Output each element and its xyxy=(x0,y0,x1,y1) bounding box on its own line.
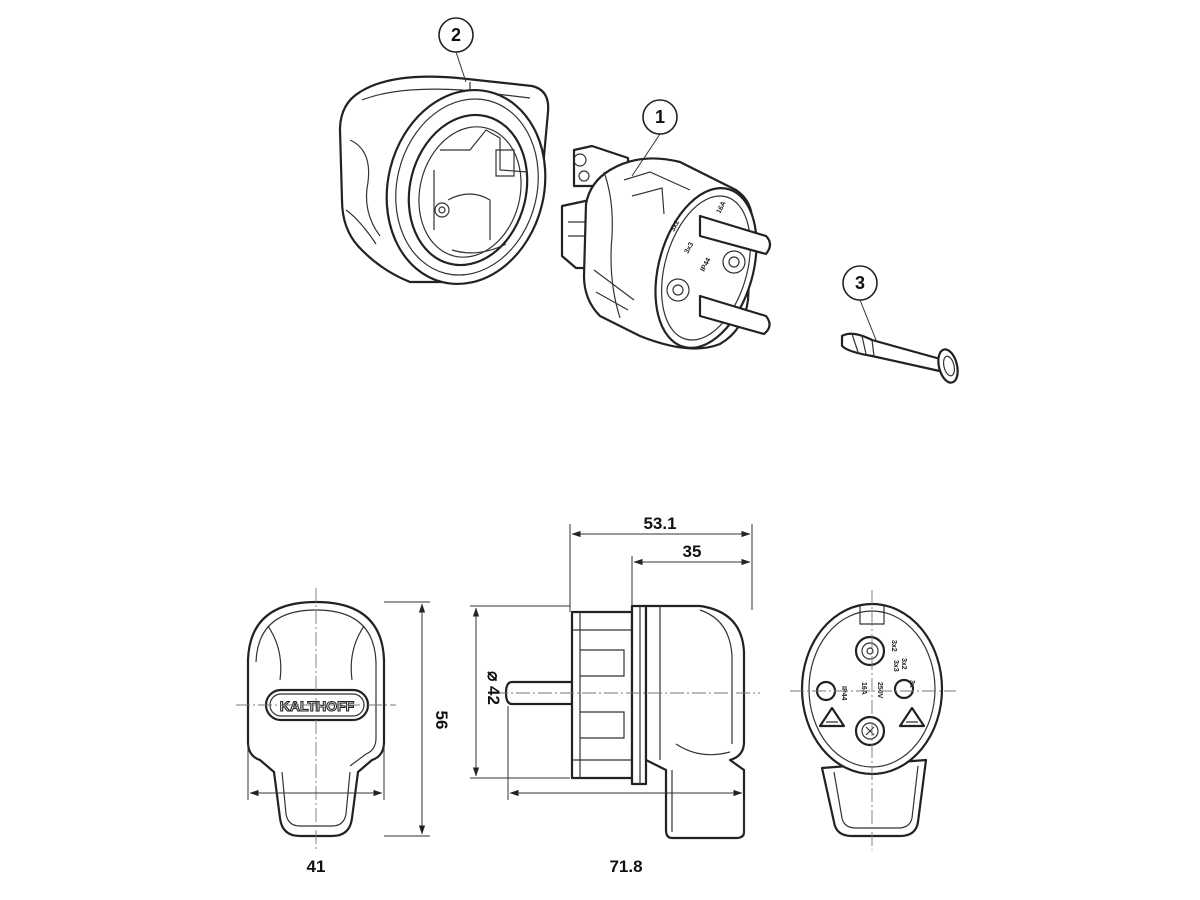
callout-2-label: 2 xyxy=(451,25,461,45)
part-plug-insert: 3x2 3x3 16A IP44 xyxy=(560,144,772,350)
dimension-height-front-label: 56 xyxy=(432,711,451,730)
callout-1-label: 1 xyxy=(655,107,665,127)
face-markings: 3x2 3x2 3x3 3x IP44 16A 250V xyxy=(840,640,915,701)
callout-1: 1 xyxy=(642,99,678,135)
svg-text:3x2: 3x2 xyxy=(670,219,682,233)
dimension-width-front-label: 41 xyxy=(307,857,326,876)
callout-2: 2 xyxy=(438,17,474,53)
face-marking-250v: 250V xyxy=(876,682,883,699)
dimension-top-overall: 53.1 xyxy=(569,514,753,612)
face-marking-16a: 16A xyxy=(860,682,867,695)
face-marking-1: 3x2 xyxy=(890,640,897,652)
dimension-top-partial-label: 35 xyxy=(683,542,702,561)
dimension-top-overall-label: 53.1 xyxy=(643,514,676,533)
brand-logo: KALTHOFF xyxy=(280,698,355,714)
dimension-height-front: 56 xyxy=(384,601,451,837)
face-marking-3: 3x3 xyxy=(892,660,899,672)
dimension-width-front: 41 xyxy=(247,744,385,876)
dimension-top-partial: 35 xyxy=(631,542,751,606)
part-screw xyxy=(840,332,959,384)
callout-3: 3 xyxy=(842,265,878,301)
face-marking-ip44: IP44 xyxy=(840,686,847,701)
callout-leaders xyxy=(455,51,877,341)
dimension-diameter: ⌀ 42 xyxy=(470,605,570,779)
front-view: KALTHOFF xyxy=(246,600,386,838)
dimension-length-total: 71.8 xyxy=(507,706,745,876)
dimension-length-total-label: 71.8 xyxy=(609,857,642,876)
side-view xyxy=(504,604,746,840)
svg-text:3x3: 3x3 xyxy=(684,241,696,255)
face-marking-4: 3x xyxy=(908,680,915,688)
face-marking-2: 3x2 xyxy=(900,658,907,670)
part-housing-cap xyxy=(338,75,550,286)
callout-3-label: 3 xyxy=(855,273,865,293)
dimension-diameter-label: ⌀ 42 xyxy=(484,671,503,705)
